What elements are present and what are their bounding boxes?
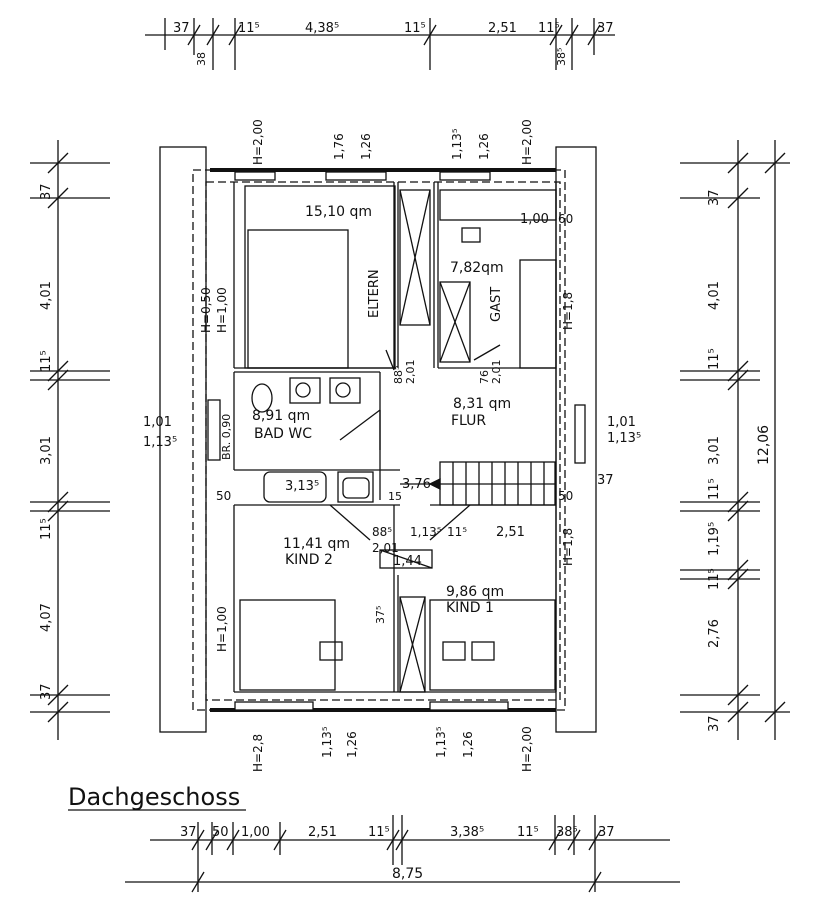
dim-left-37b: 37 bbox=[39, 683, 54, 700]
eltern-area: 15,10 qm bbox=[305, 204, 372, 220]
win-top-126a: 1,26 bbox=[359, 133, 373, 160]
dim-left-37a: 37 bbox=[39, 183, 54, 200]
flur-name: FLUR bbox=[451, 413, 486, 429]
kind-door-w: 88⁵ bbox=[372, 525, 392, 539]
right-side-101: 1,01 bbox=[607, 415, 636, 430]
dim-left-301: 3,01 bbox=[39, 436, 54, 465]
right-dimension-chain bbox=[680, 140, 790, 740]
dim-top-385: 38⁵ bbox=[555, 48, 568, 66]
kind2-name: KIND 2 bbox=[285, 552, 333, 568]
dim-top-115c: 11⁵ bbox=[538, 21, 560, 36]
dim-bot-115b: 11⁵ bbox=[517, 825, 539, 840]
dim-right-total: 12,06 bbox=[756, 425, 772, 465]
dim-bot-total: 8,75 bbox=[392, 866, 423, 882]
mid-115: 11⁵ bbox=[447, 525, 467, 539]
door-gast-h: 2,01 bbox=[490, 360, 503, 385]
kind1-h: H=1,8 bbox=[561, 528, 575, 566]
door-eltern-h: 2,01 bbox=[404, 360, 417, 385]
left-h050: H=0,50 bbox=[199, 287, 213, 333]
dim-right-115c: 11⁵ bbox=[707, 568, 722, 590]
kind2-h: H=1,00 bbox=[215, 606, 229, 652]
gast-area: 7,82qm bbox=[450, 260, 504, 276]
dim-top-115b: 11⁵ bbox=[404, 21, 426, 36]
dim-bot-251: 2,51 bbox=[308, 825, 337, 840]
dim-bot-37b: 37 bbox=[598, 825, 615, 840]
gast-h: H=1,8 bbox=[561, 292, 575, 330]
win-top-h2: H=2,00 bbox=[520, 119, 534, 165]
d15: 15 bbox=[388, 490, 402, 503]
dim-right-37a: 37 bbox=[707, 189, 722, 206]
dim-right-1195: 1,19⁵ bbox=[707, 522, 722, 556]
dim-top-37b: 37 bbox=[597, 21, 614, 36]
left-dimension-chain bbox=[30, 140, 110, 740]
left-side-101: 1,01 bbox=[143, 415, 172, 430]
kind-door-h: 2,01 bbox=[372, 541, 399, 555]
interior-walls bbox=[207, 171, 586, 711]
left-side-1135: 1,13⁵ bbox=[143, 435, 177, 450]
stair-dim: 3,76 bbox=[402, 477, 431, 492]
right-side-1135: 1,13⁵ bbox=[607, 431, 641, 446]
bad-area: 8,91 qm bbox=[252, 408, 310, 424]
dim-bot-3385: 3,38⁵ bbox=[450, 825, 484, 840]
dim-top-37a: 37 bbox=[173, 21, 190, 36]
d50-right: 50 bbox=[558, 489, 573, 503]
dim-bot-100: 1,00 bbox=[241, 825, 270, 840]
dim-right-37b: 37 bbox=[707, 715, 722, 732]
dim-bot-50: 50 bbox=[212, 825, 229, 840]
d37-right: 37 bbox=[597, 473, 614, 488]
dim-right-115a: 11⁵ bbox=[707, 348, 722, 370]
flur-area: 8,31 qm bbox=[453, 396, 511, 412]
dim-bot-37a: 37 bbox=[180, 825, 197, 840]
br-label: BR. 0,90 bbox=[220, 414, 233, 460]
door-eltern-w: 88⁵ bbox=[392, 366, 405, 384]
dim-right-301: 3,01 bbox=[707, 436, 722, 465]
win-top-h1: H=2,00 bbox=[251, 119, 265, 165]
d375: 37⁵ bbox=[374, 606, 387, 624]
bottom-dimension-chain bbox=[125, 815, 680, 893]
dim-top-38: 38 bbox=[195, 52, 208, 66]
dim-left-115a: 11⁵ bbox=[39, 350, 54, 372]
text-layer: 37 38 11⁵ 4,38⁵ 11⁵ 2,51 11⁵ 38⁵ 37 H=2,… bbox=[39, 21, 772, 882]
win-top-1135: 1,13⁵ bbox=[450, 128, 464, 160]
staircase bbox=[400, 461, 556, 506]
kind2-area: 11,41 qm bbox=[283, 536, 350, 552]
win-bot-1135b: 1,13⁵ bbox=[434, 726, 448, 758]
dim-top-115a: 11⁵ bbox=[238, 21, 260, 36]
d50-left: 50 bbox=[216, 489, 231, 503]
gast-name: GAST bbox=[489, 287, 504, 322]
eltern-name: ELTERN bbox=[367, 269, 382, 318]
win-top-126b: 1,26 bbox=[477, 133, 491, 160]
win-top-176: 1,76 bbox=[332, 133, 346, 160]
win-bot-h2: H=2,00 bbox=[520, 726, 534, 772]
bath-w: 3,13⁵ bbox=[285, 479, 319, 494]
bad-name: BAD WC bbox=[254, 426, 312, 442]
plan-title: Dachgeschoss bbox=[68, 783, 240, 811]
dim-top-251: 2,51 bbox=[488, 21, 517, 36]
dim-right-276: 2,76 bbox=[707, 619, 722, 648]
win-bot-h1: H=2,8 bbox=[251, 734, 265, 772]
dim-left-407: 4,07 bbox=[39, 603, 54, 632]
dim-right-401: 4,01 bbox=[707, 281, 722, 310]
gast-w2: 60 bbox=[558, 212, 573, 226]
dim-right-115b: 11⁵ bbox=[707, 478, 722, 500]
top-dimension-chain bbox=[145, 18, 615, 70]
dim-bot-115a: 11⁵ bbox=[368, 825, 390, 840]
mid-1135: 1,13⁵ bbox=[410, 525, 442, 539]
win-bot-126a: 1,26 bbox=[345, 731, 359, 758]
left-h100: H=1,00 bbox=[215, 287, 229, 333]
dim-left-115b: 11⁵ bbox=[39, 518, 54, 540]
win-bot-1135a: 1,13⁵ bbox=[320, 726, 334, 758]
kind1-w: 2,51 bbox=[496, 525, 525, 540]
gast-w: 1,00 bbox=[520, 212, 549, 227]
win-bot-126b: 1,26 bbox=[461, 731, 475, 758]
shaft-dim: 1,44 bbox=[393, 554, 422, 569]
dim-left-401: 4,01 bbox=[39, 281, 54, 310]
door-gast-w: 76 bbox=[478, 370, 491, 384]
dim-top-438: 4,38⁵ bbox=[305, 21, 339, 36]
dim-bot-385: 38⁵ bbox=[556, 825, 578, 840]
kind1-area: 9,86 qm bbox=[446, 584, 504, 600]
kind1-name: KIND 1 bbox=[446, 600, 494, 616]
